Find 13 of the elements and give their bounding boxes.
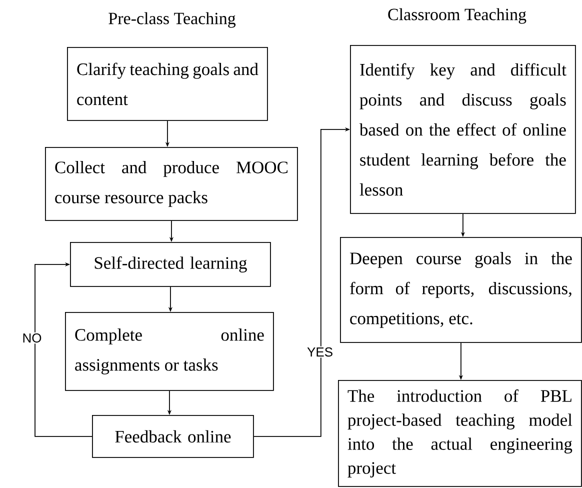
heading: Pre-class Teaching xyxy=(108,12,236,28)
process-box: Self-directed learning xyxy=(70,242,271,287)
edge-label: YES xyxy=(306,346,334,358)
edge-label: NO xyxy=(21,332,43,344)
process-box: Complete online assignments or tasks xyxy=(65,312,274,391)
process-box: Feedback online xyxy=(92,415,254,458)
process-box: Clarify teaching goals and content xyxy=(67,47,268,121)
heading: Classroom Teaching xyxy=(388,8,526,24)
process-box: The introduction of PBL project-based teaching model into the actual engineering project xyxy=(338,380,582,487)
process-box: Identify key and difficult points and discuss goals based on the effect of online student learning before the lesson xyxy=(350,45,576,214)
process-box: Collect and produce MOOC course resource packs xyxy=(45,147,298,221)
process-box: Deepen course goals in the form of reports, discussions, competitions, etc. xyxy=(340,237,582,343)
arrow xyxy=(34,262,92,437)
